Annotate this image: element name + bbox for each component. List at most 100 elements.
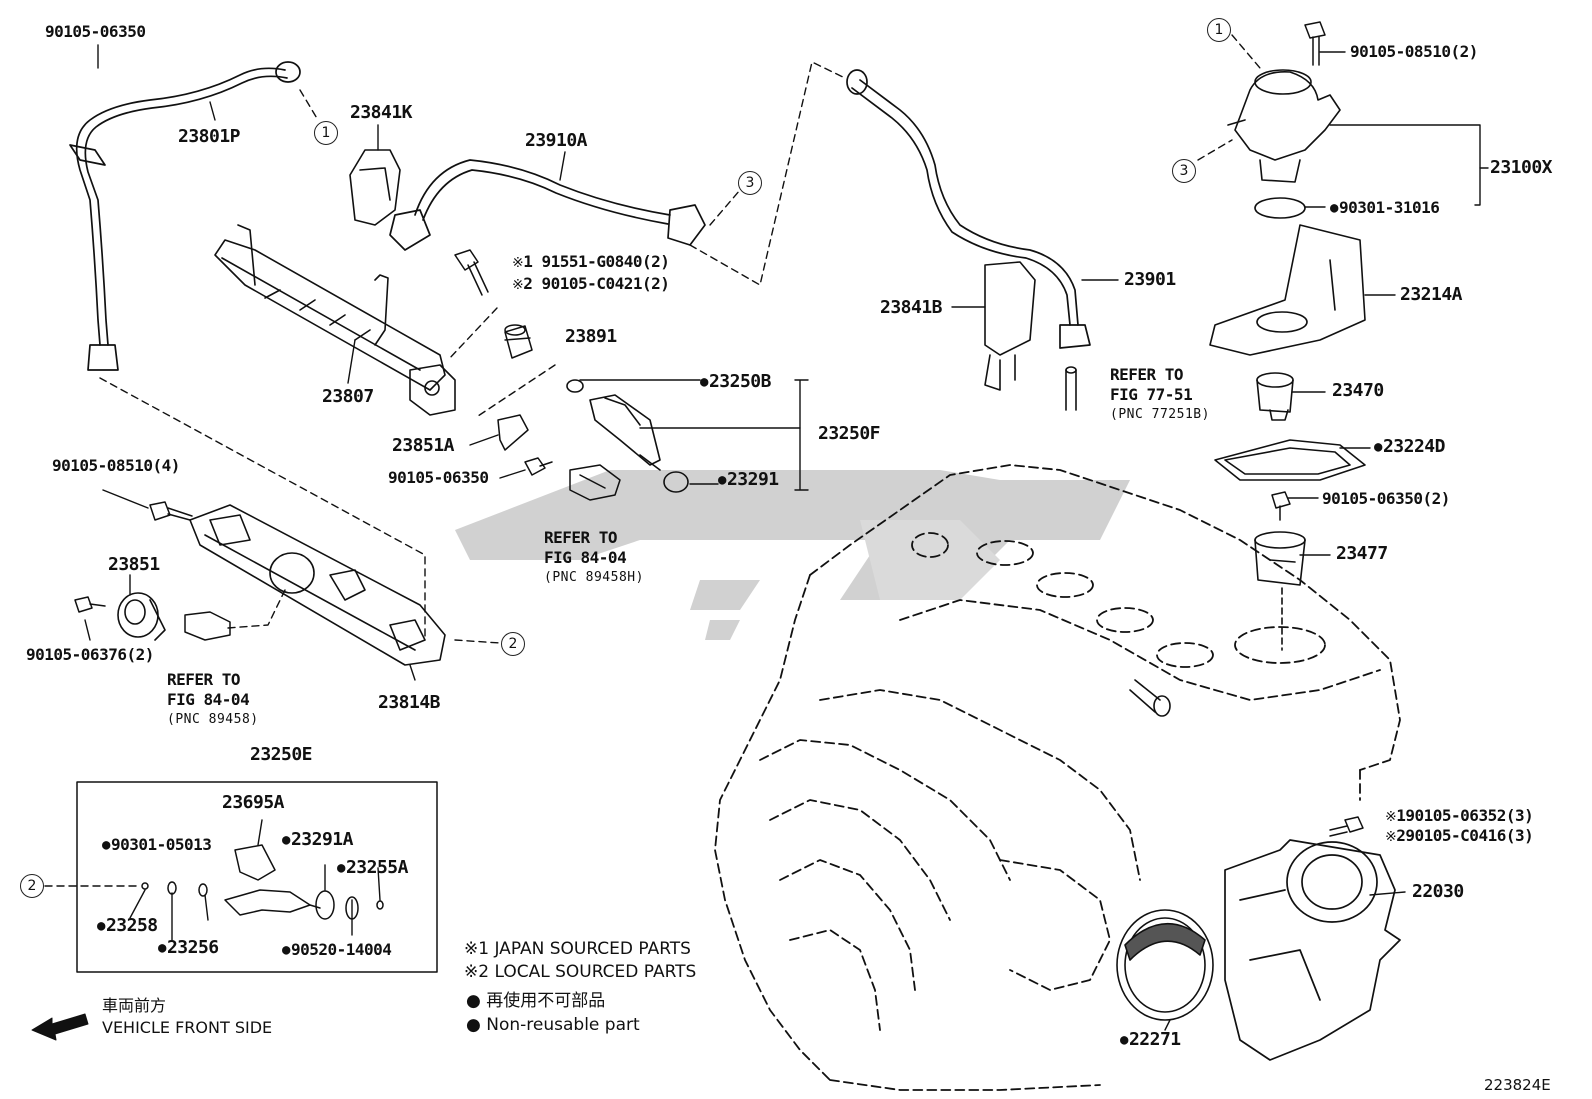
label-23250F: 23250F xyxy=(818,423,881,444)
bolt-90105-06352 xyxy=(1329,816,1364,837)
label-23891: 23891 xyxy=(565,326,617,347)
callout-2-a: 2 xyxy=(501,632,525,656)
solid-leaders xyxy=(84,44,1489,1031)
lifter-23470 xyxy=(1256,372,1294,421)
refer-89458H: REFER TO FIG 84-04 (PNC 89458H) xyxy=(544,528,644,588)
insulator-23214A xyxy=(1209,224,1366,356)
label-90301-05013: 90301-05013 xyxy=(102,835,212,856)
legend-japan: ※1 JAPAN SOURCED PARTS xyxy=(464,939,691,959)
label-23250B: 23250B xyxy=(700,372,772,393)
label-23224D: 23224D xyxy=(1374,437,1446,458)
watermark-logo xyxy=(455,470,1130,640)
label-23841K: 23841K xyxy=(350,102,413,123)
label-90105-06352: 190105-06352(3) xyxy=(1385,806,1533,827)
pump-23100X xyxy=(1227,69,1341,183)
fuel-pipe-23801P xyxy=(69,61,301,371)
label-23695A: 23695A xyxy=(222,792,285,813)
label-23100X: 23100X xyxy=(1490,157,1553,178)
label-90105-06376: 90105-06376(2) xyxy=(26,645,154,664)
label-90105-08510-2: 90105-08510(2) xyxy=(1350,42,1478,61)
label-23851A: 23851A xyxy=(392,435,455,456)
front-label-jp: 車両前方 xyxy=(102,996,167,1015)
callout-3-a: 3 xyxy=(738,171,762,195)
kit-box-23250E xyxy=(76,781,438,973)
mark-1: 1 xyxy=(523,252,533,271)
diagram-code: 223824E xyxy=(1484,1076,1551,1094)
label-23291: 23291 xyxy=(718,470,779,491)
label-90520-14004: 90520-14004 xyxy=(282,940,392,961)
sensor-89458 xyxy=(184,611,231,641)
sleeve-23891 xyxy=(504,324,533,359)
kit-parts xyxy=(141,844,384,920)
label-23256: 23256 xyxy=(158,938,219,959)
refer-77251B-line3: (PNC 77251B) xyxy=(1110,407,1210,422)
callout-2-b: 2 xyxy=(20,874,44,898)
bolt-90105-06350-b xyxy=(524,457,553,476)
label-23477: 23477 xyxy=(1336,543,1388,564)
label-90105-06350-b: 90105-06350 xyxy=(388,468,489,487)
fuel-rail-23807 xyxy=(214,224,456,416)
label-91551: 1 91551-G0840(2) xyxy=(512,252,670,273)
refer-89458-line1: REFER TO xyxy=(167,670,241,689)
mark-1-b: 1 xyxy=(1396,806,1406,825)
cover-23851 xyxy=(117,592,166,641)
callout-1-a: 1 xyxy=(314,121,338,145)
refer-77251B-line1: REFER TO xyxy=(1110,365,1184,384)
injector-23250F xyxy=(566,379,689,493)
pipe-stub-77251B xyxy=(1065,366,1077,411)
fuel-pipe-23901 xyxy=(846,69,1091,349)
label-23801P: 23801P xyxy=(178,126,241,147)
gasket-23224D xyxy=(1214,439,1366,481)
label-23814B: 23814B xyxy=(378,692,441,713)
label-23910A: 23910A xyxy=(525,130,588,151)
front-label-en: VEHICLE FRONT SIDE xyxy=(102,1018,273,1037)
refer-89458: REFER TO FIG 84-04 (PNC 89458) xyxy=(167,670,259,730)
sensor-23841K xyxy=(349,149,401,226)
dashed-leaders xyxy=(44,34,1261,887)
label-23841B: 23841B xyxy=(880,297,943,318)
gasket-22271 xyxy=(1116,909,1214,1021)
vehicle-front-arrow-icon xyxy=(31,1013,89,1041)
label-91551-text: 91551-G0840(2) xyxy=(541,252,670,271)
label-90105-C0416: 290105-C0416(3) xyxy=(1385,826,1533,847)
refer-89458H-line2: FIG 84-04 xyxy=(544,548,627,567)
label-90105-C0416-text: 90105-C0416(3) xyxy=(1405,826,1534,845)
label-90105-C0421-text: 90105-C0421(2) xyxy=(541,274,670,293)
refer-77251B: REFER TO FIG 77-51 (PNC 77251B) xyxy=(1110,365,1210,425)
callout-1-b: 1 xyxy=(1207,18,1231,42)
housing-23477 xyxy=(1254,531,1306,586)
label-22030: 22030 xyxy=(1412,881,1464,902)
refer-89458H-line3: (PNC 89458H) xyxy=(544,570,644,585)
bolt-90105-08510-4 xyxy=(149,501,193,521)
mark-2-b: 2 xyxy=(1396,826,1406,845)
bolt-90105-08510-2 xyxy=(1304,21,1326,66)
callout-3-b: 3 xyxy=(1172,159,1196,183)
label-23214A: 23214A xyxy=(1400,284,1463,305)
refer-77251B-line2: FIG 77-51 xyxy=(1110,385,1193,404)
bolt-90105-06350-2 xyxy=(1271,491,1291,521)
legend-nonreuse-en: ● Non-reusable part xyxy=(466,1015,640,1035)
legend-local: ※2 LOCAL SOURCED PARTS xyxy=(464,962,697,982)
label-23250E: 23250E xyxy=(250,744,313,765)
label-23851: 23851 xyxy=(108,554,160,575)
label-23901: 23901 xyxy=(1124,269,1176,290)
label-90105-06352-text: 90105-06352(3) xyxy=(1405,806,1534,825)
bolt-91551 xyxy=(454,249,489,296)
sensor-23841B xyxy=(984,261,1036,391)
refer-89458H-line1: REFER TO xyxy=(544,528,618,547)
label-90301-31016: 90301-31016 xyxy=(1330,198,1440,219)
sensor-89458H xyxy=(569,464,621,501)
breather-pipe xyxy=(1129,679,1171,717)
refer-89458-line3: (PNC 89458) xyxy=(167,712,259,727)
label-23807: 23807 xyxy=(322,386,374,407)
bracket-23851A xyxy=(497,414,529,451)
cam-cover-ports xyxy=(911,532,1326,668)
bolt-90105-06376 xyxy=(74,596,106,613)
engine-block xyxy=(714,464,1401,1091)
label-90105-08510-4: 90105-08510(4) xyxy=(52,456,180,475)
refer-89458-line2: FIG 84-04 xyxy=(167,690,250,709)
o-ring-90301-31016 xyxy=(1254,197,1306,219)
label-90105-06350-a: 90105-06350 xyxy=(45,22,146,41)
label-23255A: 23255A xyxy=(337,858,409,879)
